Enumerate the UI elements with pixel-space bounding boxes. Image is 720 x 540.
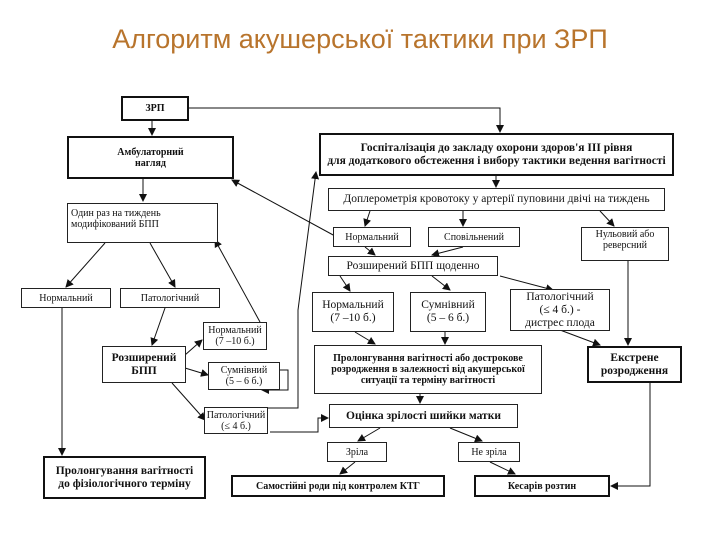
arrow-mature-spontaneous — [339, 461, 356, 475]
node-weekly-bpp: Один раз на тиждень модифікований БПП — [67, 203, 218, 243]
node-prolong-physio: Пролонгування вагітності до фізіологічно… — [43, 456, 206, 499]
node-normal-7-10-small: Нормальний (7 –10 б.) — [203, 322, 267, 350]
arrow-pathological-small-cervix — [270, 414, 329, 433]
arrow-extended-pathological-small — [171, 382, 206, 421]
node-normal-7-10-mid: Нормальний (7 –10 б.) — [312, 292, 394, 332]
arrow-normal-doppler-ambulatory — [231, 179, 336, 237]
arrow-doubtful-small-loop — [261, 369, 289, 394]
node-hospital: Госпіталізація до закладу охорони здоров… — [319, 133, 674, 176]
arrow-zrp-hospital — [189, 107, 504, 133]
arrow-slowed-extended — [431, 246, 464, 258]
arrow-extended-pathological-mid — [499, 275, 554, 293]
node-slowed-doppler: Сповільнений — [428, 227, 520, 247]
arrow-cervix-immature — [449, 427, 483, 443]
arrow-weekly-normal-left — [65, 242, 106, 288]
arrow-weekly-pathological-left — [149, 242, 176, 288]
arrow-normal-mid-prolong — [354, 331, 376, 345]
node-pathological-left: Патологічний — [120, 288, 220, 308]
node-cesarean: Кесарів розтин — [474, 475, 610, 497]
arrow-emergency-cesarean — [610, 383, 651, 490]
arrow-normal-small-weekly — [214, 239, 261, 323]
node-zero-reverse: Нульовий або реверсний — [581, 227, 669, 261]
node-normal-left: Нормальний — [21, 288, 111, 308]
node-pathological-mid: Патологічний (≤ 4 б.) - дистрес плода — [510, 289, 610, 331]
node-spontaneous: Самостійні роди під контролем КТГ — [231, 475, 445, 497]
node-emergency: Екстрене розродження — [587, 346, 682, 383]
node-mature: Зріла — [327, 442, 387, 462]
node-immature: Не зріла — [458, 442, 520, 462]
node-zrp: ЗРП — [121, 96, 189, 121]
arrow-pathological-left-extended — [150, 307, 166, 346]
node-ambulatory: Амбулаторний нагляд — [67, 136, 234, 179]
arrow-normal-doppler-extended — [364, 246, 376, 256]
arrow-extended-normal-small — [184, 339, 203, 356]
node-doppler: Доплерометрія кровотоку у артерії пупови… — [328, 188, 665, 211]
arrow-pathological-small-hospital — [268, 171, 320, 409]
node-pathological-small: Патологічний (≤ 4 б.) — [204, 407, 268, 434]
node-extended-bpp-daily: Розширений БПП щоденно — [328, 256, 498, 276]
arrow-cervix-mature — [357, 427, 381, 442]
node-extended-bpp: Розширений БПП — [102, 346, 186, 383]
arrow-pathmid-emergency — [559, 329, 601, 347]
node-normal-doppler: Нормальний — [333, 227, 411, 247]
arrow-extended-doubtful-mid — [431, 275, 451, 291]
arrow-immature-cesarean — [489, 461, 516, 475]
arrow-doppler-normal — [363, 210, 372, 227]
arrow-doppler-zero — [599, 210, 615, 227]
arrow-extended-doubtful-small — [184, 367, 209, 377]
node-cervix: Оцінка зрілості шийки матки — [329, 404, 518, 428]
node-doubtful-5-6-mid: Сумнівний (5 – 6 б.) — [410, 292, 486, 332]
node-prolong-or-early: Пролонгування вагітності або дострокове … — [314, 345, 542, 394]
page-title: Алгоритм акушерської тактики при ЗРП — [112, 24, 608, 54]
node-doubtful-small: Сумнівний (5 – 6 б.) — [208, 362, 280, 390]
arrow-extended-normal-mid — [339, 275, 351, 292]
